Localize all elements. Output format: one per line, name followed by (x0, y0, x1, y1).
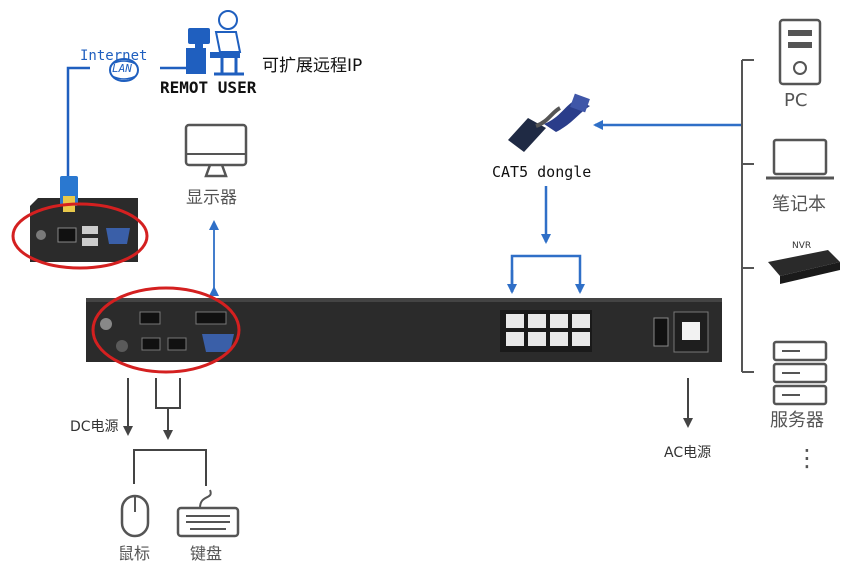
server-icon (772, 340, 828, 406)
kvm-chassis (86, 298, 722, 362)
more-devices-indicator: ⋮ (795, 444, 819, 472)
mouse-icon (120, 494, 150, 538)
pc-tower-icon (778, 18, 822, 86)
nvr-label: NVR (792, 241, 812, 251)
lan-cable-line (66, 66, 90, 180)
nvr-device-icon (768, 250, 840, 284)
expand-ip-label: 可扩展远程IP (262, 56, 363, 76)
server-label: 服务器 (770, 410, 824, 431)
power-switch-and-socket (653, 311, 709, 353)
ip-module-box (30, 198, 138, 262)
dongle-label: CAT5 dongle (492, 163, 592, 181)
rj45-ports-block (500, 310, 592, 352)
laptop-label: 笔记本 (772, 194, 826, 215)
internet-lan-icon (109, 58, 139, 82)
keyboard-label: 键盘 (190, 544, 223, 563)
monitor-label: 显示器 (186, 188, 237, 208)
dongle-bracket (510, 254, 585, 294)
keyboard-icon (176, 489, 240, 538)
monitor-icon (184, 123, 248, 178)
mouse-label: 鼠标 (118, 544, 151, 563)
local-ports-highlight (91, 286, 241, 374)
laptop-icon (766, 138, 834, 180)
mouse-keyboard-bracket (133, 449, 207, 486)
remote-user-label: REMOT USER (160, 78, 257, 97)
lan-label: LAN (112, 62, 132, 75)
ip-ports-highlight (11, 202, 149, 270)
ac-power-label: AC电源 (664, 445, 712, 461)
remote-user-icon (186, 10, 244, 76)
cat5-dongle-icon (508, 93, 590, 152)
usb-bracket (155, 378, 181, 409)
chassis-left-ports (100, 311, 234, 352)
internet-label: Internet (80, 48, 148, 64)
pc-label: PC (784, 90, 808, 111)
dc-power-label: DC电源 (70, 419, 119, 435)
